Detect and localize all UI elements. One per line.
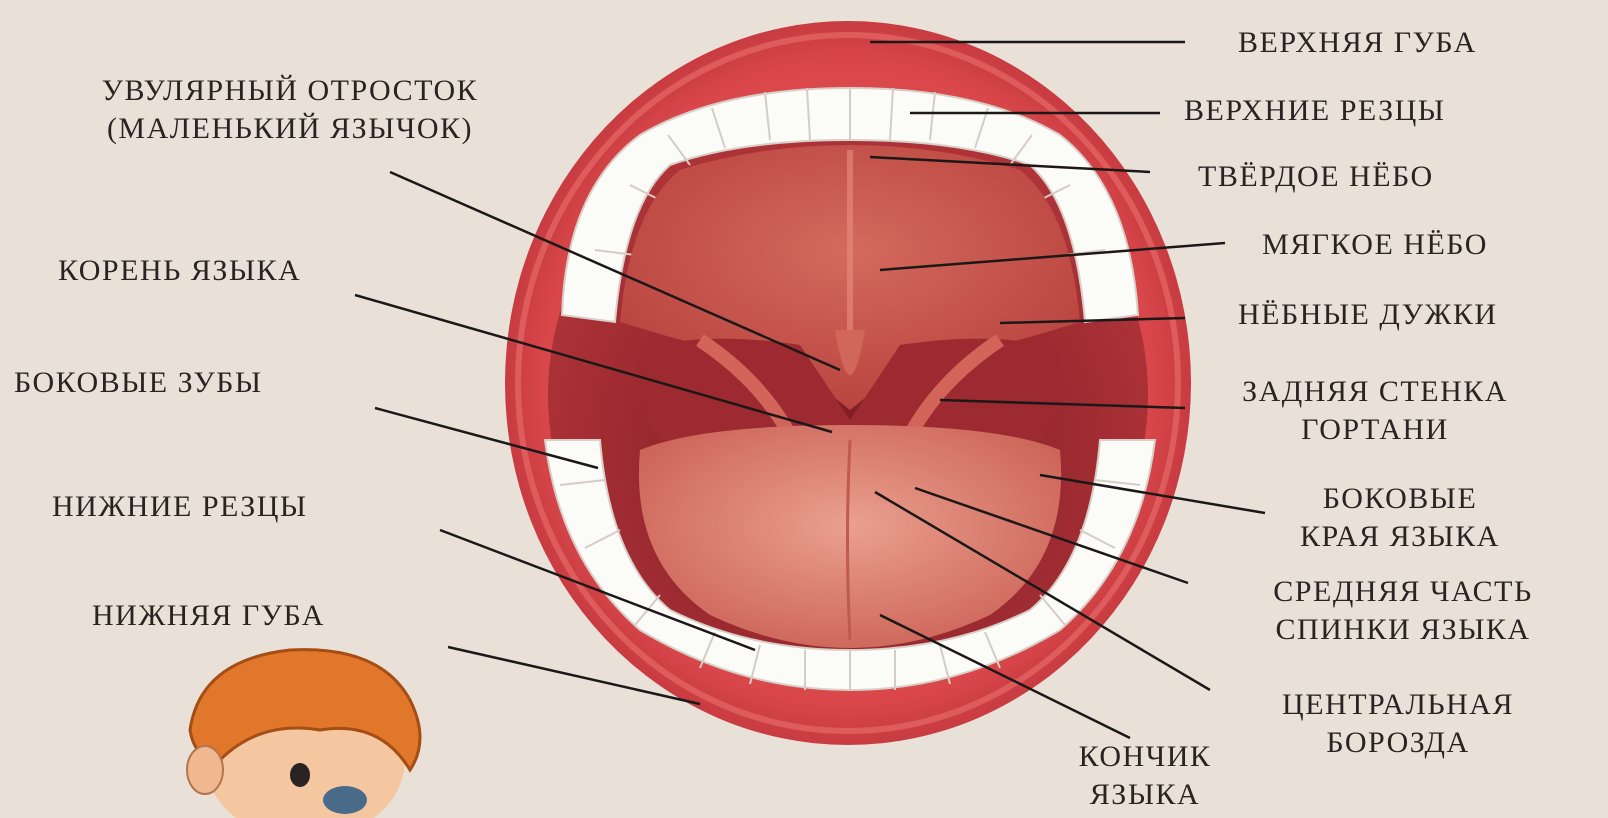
label-uvula-line1: УВУЛЯРНЫЙ ОТРОСТОК bbox=[20, 72, 560, 110]
label-central-groove: ЦЕНТРАЛЬНАЯ БОРОЗДА bbox=[1238, 686, 1558, 762]
label-uvula: УВУЛЯРНЫЙ ОТРОСТОК (МАЛЕНЬКИЙ ЯЗЫЧОК) bbox=[20, 72, 560, 148]
label-central-groove-line1: ЦЕНТРАЛЬНАЯ bbox=[1238, 686, 1558, 724]
boy-mouth bbox=[323, 786, 367, 814]
label-tongue-tip-line1: КОНЧИК bbox=[1050, 738, 1240, 776]
label-tongue-back: СРЕДНЯЯ ЧАСТЬ СПИНКИ ЯЗЫКА bbox=[1218, 573, 1588, 649]
label-hard-palate: ТВЁРДОЕ НЁБО bbox=[1198, 158, 1434, 196]
label-tongue-root: КОРЕНЬ ЯЗЫКА bbox=[58, 252, 301, 290]
label-side-teeth: БОКОВЫЕ ЗУБЫ bbox=[14, 364, 263, 402]
label-lower-incisors: НИЖНИЕ РЕЗЦЫ bbox=[52, 488, 308, 526]
label-tongue-edges-line1: БОКОВЫЕ bbox=[1255, 480, 1545, 518]
label-soft-palate: МЯГКОЕ НЁБО bbox=[1262, 226, 1488, 264]
label-pharynx-wall-line2: ГОРТАНИ bbox=[1210, 411, 1540, 449]
label-tongue-edges: БОКОВЫЕ КРАЯ ЯЗЫКА bbox=[1255, 480, 1545, 556]
boy-eye bbox=[290, 763, 310, 787]
label-tongue-tip-line2: ЯЗЫКА bbox=[1050, 776, 1240, 814]
label-upper-lip: ВЕРХНЯЯ ГУБА bbox=[1238, 24, 1477, 62]
label-tongue-tip: КОНЧИК ЯЗЫКА bbox=[1050, 738, 1240, 814]
label-tongue-back-line2: СПИНКИ ЯЗЫКА bbox=[1218, 611, 1588, 649]
label-tongue-edges-line2: КРАЯ ЯЗЫКА bbox=[1255, 518, 1545, 556]
label-upper-incisors: ВЕРХНИЕ РЕЗЦЫ bbox=[1184, 92, 1445, 130]
label-tongue-back-line1: СРЕДНЯЯ ЧАСТЬ bbox=[1218, 573, 1588, 611]
label-uvula-line2: (МАЛЕНЬКИЙ ЯЗЫЧОК) bbox=[20, 110, 560, 148]
label-central-groove-line2: БОРОЗДА bbox=[1238, 724, 1558, 762]
boy-ear bbox=[187, 746, 223, 794]
label-palatine-arches: НЁБНЫЕ ДУЖКИ bbox=[1238, 296, 1498, 334]
label-lower-lip: НИЖНЯЯ ГУБА bbox=[92, 597, 325, 635]
label-pharynx-wall-line1: ЗАДНЯЯ СТЕНКА bbox=[1210, 373, 1540, 411]
boy-character bbox=[187, 650, 420, 818]
label-pharynx-wall: ЗАДНЯЯ СТЕНКА ГОРТАНИ bbox=[1210, 373, 1540, 449]
